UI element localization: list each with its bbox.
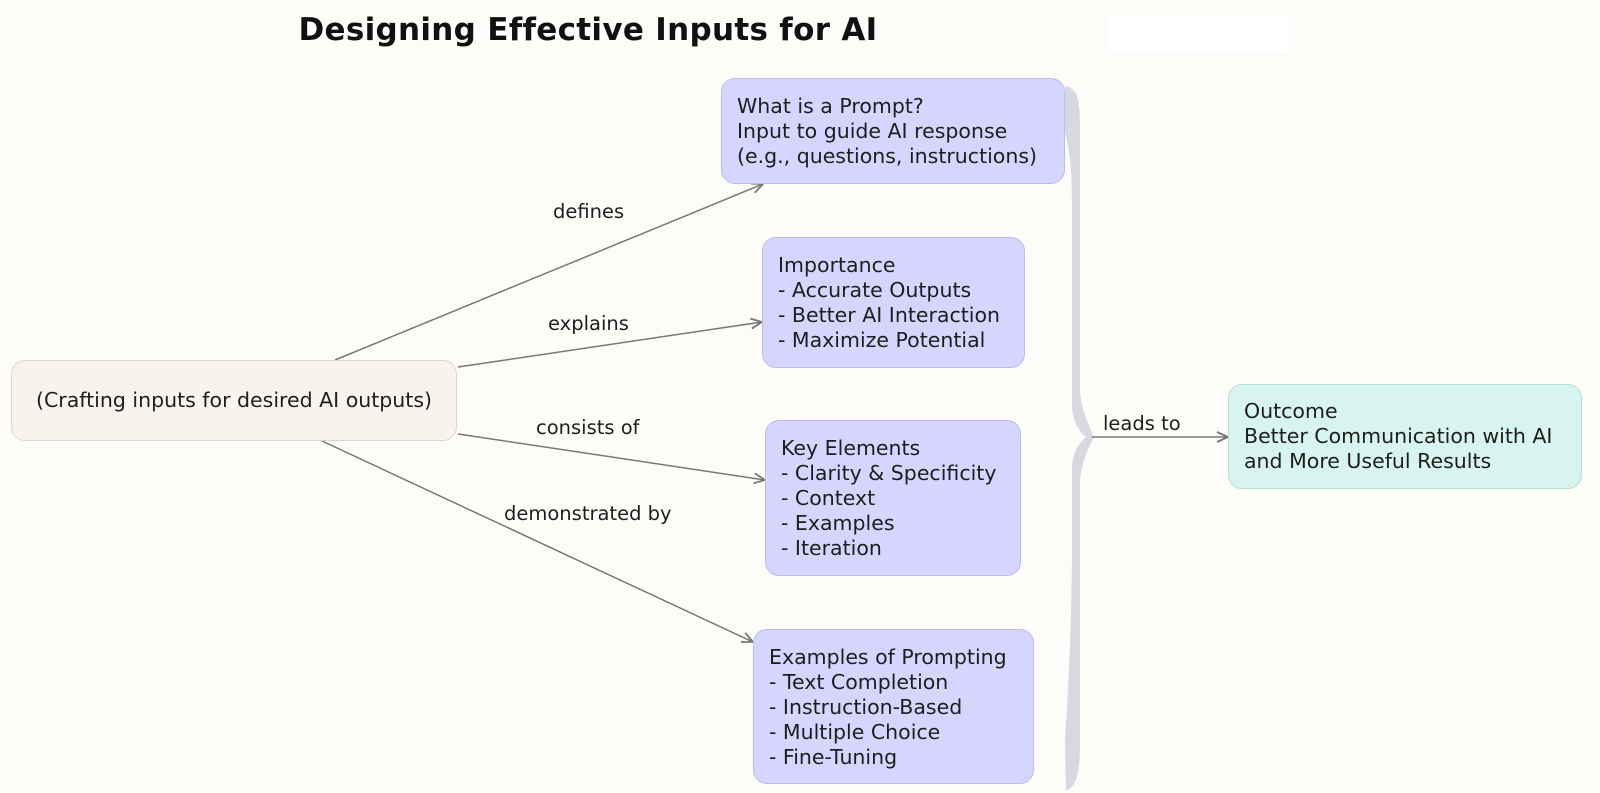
node-what-is-a-prompt: What is a Prompt? Input to guide AI resp…: [721, 78, 1065, 184]
node-heading: Importance: [778, 253, 896, 277]
center-node: (Crafting inputs for desired AI outputs): [11, 360, 457, 441]
edge-consists-of: [457, 433, 765, 480]
edge-label-defines: defines: [553, 200, 625, 223]
node-outcome: Outcome Better Communication with AI and…: [1228, 384, 1582, 489]
edge-label-explains: explains: [548, 312, 629, 335]
node-line: - Better AI Interaction: [778, 303, 1001, 327]
node-heading: Key Elements: [781, 436, 921, 460]
node-line: - Maximize Potential: [778, 328, 986, 352]
node-line: - Multiple Choice: [769, 720, 941, 744]
node-line: - Instruction-Based: [769, 695, 963, 719]
node-importance: Importance - Accurate Outputs - Better A…: [762, 237, 1025, 368]
node-heading: Outcome: [1244, 399, 1338, 423]
edge-label-demonstrated-by: demonstrated by: [504, 502, 672, 525]
edge-demonstrated-by: [321, 440, 753, 642]
edge-label-consists-of: consists of: [536, 416, 640, 439]
edge-defines: [334, 184, 763, 361]
node-line: - Iteration: [781, 536, 882, 560]
node-line: - Fine-Tuning: [769, 745, 898, 769]
node-key-elements: Key Elements - Clarity & Specificity - C…: [765, 420, 1021, 576]
node-line: Input to guide AI response: [737, 119, 1008, 143]
node-line: - Examples: [781, 511, 895, 535]
edge-explains: [457, 322, 762, 368]
title-blank-patch: [1108, 16, 1288, 52]
node-line: and More Useful Results: [1244, 449, 1492, 473]
node-line: (e.g., questions, instructions): [737, 144, 1038, 168]
node-line: Better Communication with AI: [1244, 424, 1553, 448]
edge-label-leads-to: leads to: [1103, 412, 1181, 435]
node-line: - Context: [781, 486, 876, 510]
node-line: - Accurate Outputs: [778, 278, 972, 302]
node-line: - Clarity & Specificity: [781, 461, 997, 485]
center-node-text: (Crafting inputs for desired AI outputs): [35, 388, 433, 412]
node-examples-of-prompting: Examples of Prompting - Text Completion …: [753, 629, 1034, 784]
node-heading: What is a Prompt?: [737, 94, 924, 118]
grouping-brace: [1065, 86, 1094, 791]
node-heading: Examples of Prompting: [769, 645, 1007, 669]
diagram-title: Designing Effective Inputs for AI: [298, 12, 878, 48]
node-line: - Text Completion: [769, 670, 949, 694]
